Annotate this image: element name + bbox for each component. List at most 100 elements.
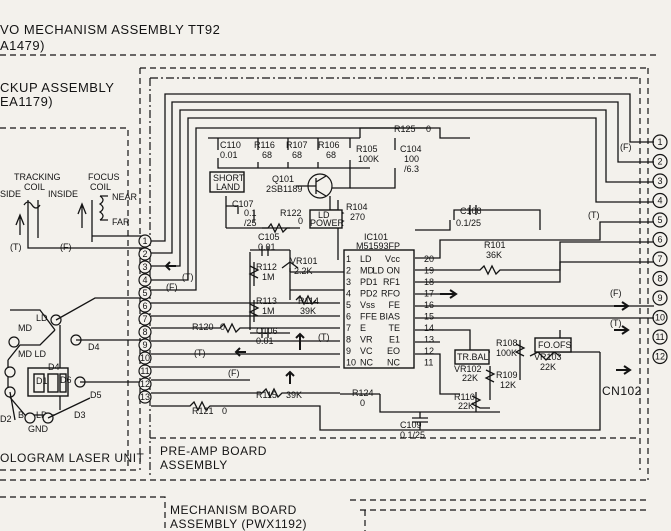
short-land-box xyxy=(209,171,245,193)
preamp-board-title-2: ASSEMBLY xyxy=(160,458,228,472)
servo-assembly-title: VO MECHANISM ASSEMBLY TT92 xyxy=(0,22,220,37)
ic-pin-name: TE xyxy=(388,323,400,333)
svg-text:LD: LD xyxy=(36,410,48,420)
svg-text:39K: 39K xyxy=(286,390,302,400)
cn102-pin-number: 3 xyxy=(657,176,662,186)
ld-power-box xyxy=(309,209,343,229)
svg-text:C108: C108 xyxy=(460,206,482,216)
svg-text:COIL: COIL xyxy=(90,182,111,192)
svg-text:R114: R114 xyxy=(298,296,319,306)
pickup-pin-number: 6 xyxy=(142,301,147,311)
svg-text:68: 68 xyxy=(326,150,336,160)
ic-pin-number: 12 xyxy=(424,346,434,356)
svg-text:(T): (T) xyxy=(610,318,622,328)
ic-pin-number: 11 xyxy=(424,358,433,368)
svg-text:22K: 22K xyxy=(540,362,556,372)
svg-text:0: 0 xyxy=(222,406,227,416)
svg-text:/6.3: /6.3 xyxy=(404,164,419,174)
svg-text:(F): (F) xyxy=(620,142,632,152)
cn102-pin-number: 4 xyxy=(657,196,662,206)
svg-text:Q101: Q101 xyxy=(272,174,294,184)
ic-pin-name: PD2 xyxy=(360,289,378,299)
svg-text:D3: D3 xyxy=(74,410,86,420)
ic-pin-number: 18 xyxy=(424,277,434,287)
svg-text:R122: R122 xyxy=(280,208,302,218)
svg-text:270: 270 xyxy=(350,212,365,222)
svg-text:2.2K: 2.2K xyxy=(294,266,313,276)
svg-text:R124: R124 xyxy=(352,388,374,398)
svg-text:D1: D1 xyxy=(36,376,48,386)
ic-pin-number: 4 xyxy=(346,289,351,299)
svg-text:0.1/25: 0.1/25 xyxy=(400,430,425,440)
svg-text:D4: D4 xyxy=(88,342,100,352)
ic-pin-number: 6 xyxy=(346,312,351,322)
svg-text:LAND: LAND xyxy=(216,182,241,192)
ic-pin-number: 3 xyxy=(346,277,351,287)
svg-text:(F): (F) xyxy=(228,368,240,378)
ic-pin-name: FE xyxy=(388,300,400,310)
svg-text:(T): (T) xyxy=(182,272,194,282)
svg-text:GND: GND xyxy=(28,424,49,434)
svg-text:(F): (F) xyxy=(166,282,178,292)
fo-ofs-box xyxy=(534,337,572,353)
svg-text:C110: C110 xyxy=(220,140,241,150)
svg-text:R104: R104 xyxy=(346,202,368,212)
pickup-pin xyxy=(138,325,152,339)
ic-pin-name: LD xyxy=(360,254,372,264)
pickup-assembly-part: EA1179) xyxy=(0,94,53,109)
ic-pin-name: VR xyxy=(360,335,373,345)
svg-text:12K: 12K xyxy=(500,380,516,390)
svg-text:R125: R125 xyxy=(394,124,416,134)
svg-text:R109: R109 xyxy=(496,370,518,380)
focus-coil: FOCUS COIL NEAR FAR xyxy=(77,172,145,242)
svg-text:0: 0 xyxy=(220,322,225,332)
ic-pin-name: F xyxy=(360,312,366,322)
servo-assembly-part: A1479) xyxy=(0,38,45,53)
pickup-pin xyxy=(138,312,152,326)
svg-text:VR101: VR101 xyxy=(290,256,318,266)
svg-text:36K: 36K xyxy=(486,250,502,260)
svg-text:68: 68 xyxy=(292,150,302,160)
svg-text:VR102: VR102 xyxy=(454,364,482,374)
ic-pin-number: 7 xyxy=(346,323,351,333)
pickup-pin xyxy=(138,247,152,261)
svg-text:FAR: FAR xyxy=(112,217,130,227)
ic-pin-number: 14 xyxy=(424,323,434,333)
svg-text:LD: LD xyxy=(36,313,48,323)
svg-text:39K: 39K xyxy=(300,306,316,316)
pickup-pin xyxy=(138,377,152,391)
svg-text:68: 68 xyxy=(262,150,272,160)
cn102-pin xyxy=(652,348,668,365)
cn102-pin-number: 11 xyxy=(655,332,664,342)
svg-text:R121: R121 xyxy=(192,406,214,416)
svg-text:D6: D6 xyxy=(60,375,72,385)
svg-text:C109: C109 xyxy=(400,420,422,430)
svg-text:2SB1189: 2SB1189 xyxy=(266,184,302,194)
svg-text:VR103: VR103 xyxy=(534,352,562,362)
pickup-pin-number: 12 xyxy=(140,379,150,389)
svg-text:C106: C106 xyxy=(256,326,278,336)
ic-pin-name: RF1 xyxy=(383,277,400,287)
hologram-laser-title: OLOGRAM LASER UNIT xyxy=(0,451,145,465)
ic-pin-name: LD ON xyxy=(372,266,400,276)
svg-text:C107: C107 xyxy=(232,199,254,209)
svg-text:TR.BAL: TR.BAL xyxy=(457,352,489,362)
svg-text:COIL: COIL xyxy=(24,182,45,192)
pickup-pin xyxy=(138,299,152,313)
ic-pin-number: 2 xyxy=(346,266,351,276)
svg-text:B: B xyxy=(18,410,24,420)
ic-pin-number: 5 xyxy=(346,300,351,310)
svg-text:1M: 1M xyxy=(262,272,275,282)
svg-text:0.01: 0.01 xyxy=(220,150,238,160)
ic-pin-number: 9 xyxy=(346,346,351,356)
cn102-pin xyxy=(652,270,668,287)
svg-text:D4: D4 xyxy=(48,362,60,372)
ic-pin-name: EO xyxy=(387,346,400,356)
cn102-pin-number: 8 xyxy=(657,274,662,284)
